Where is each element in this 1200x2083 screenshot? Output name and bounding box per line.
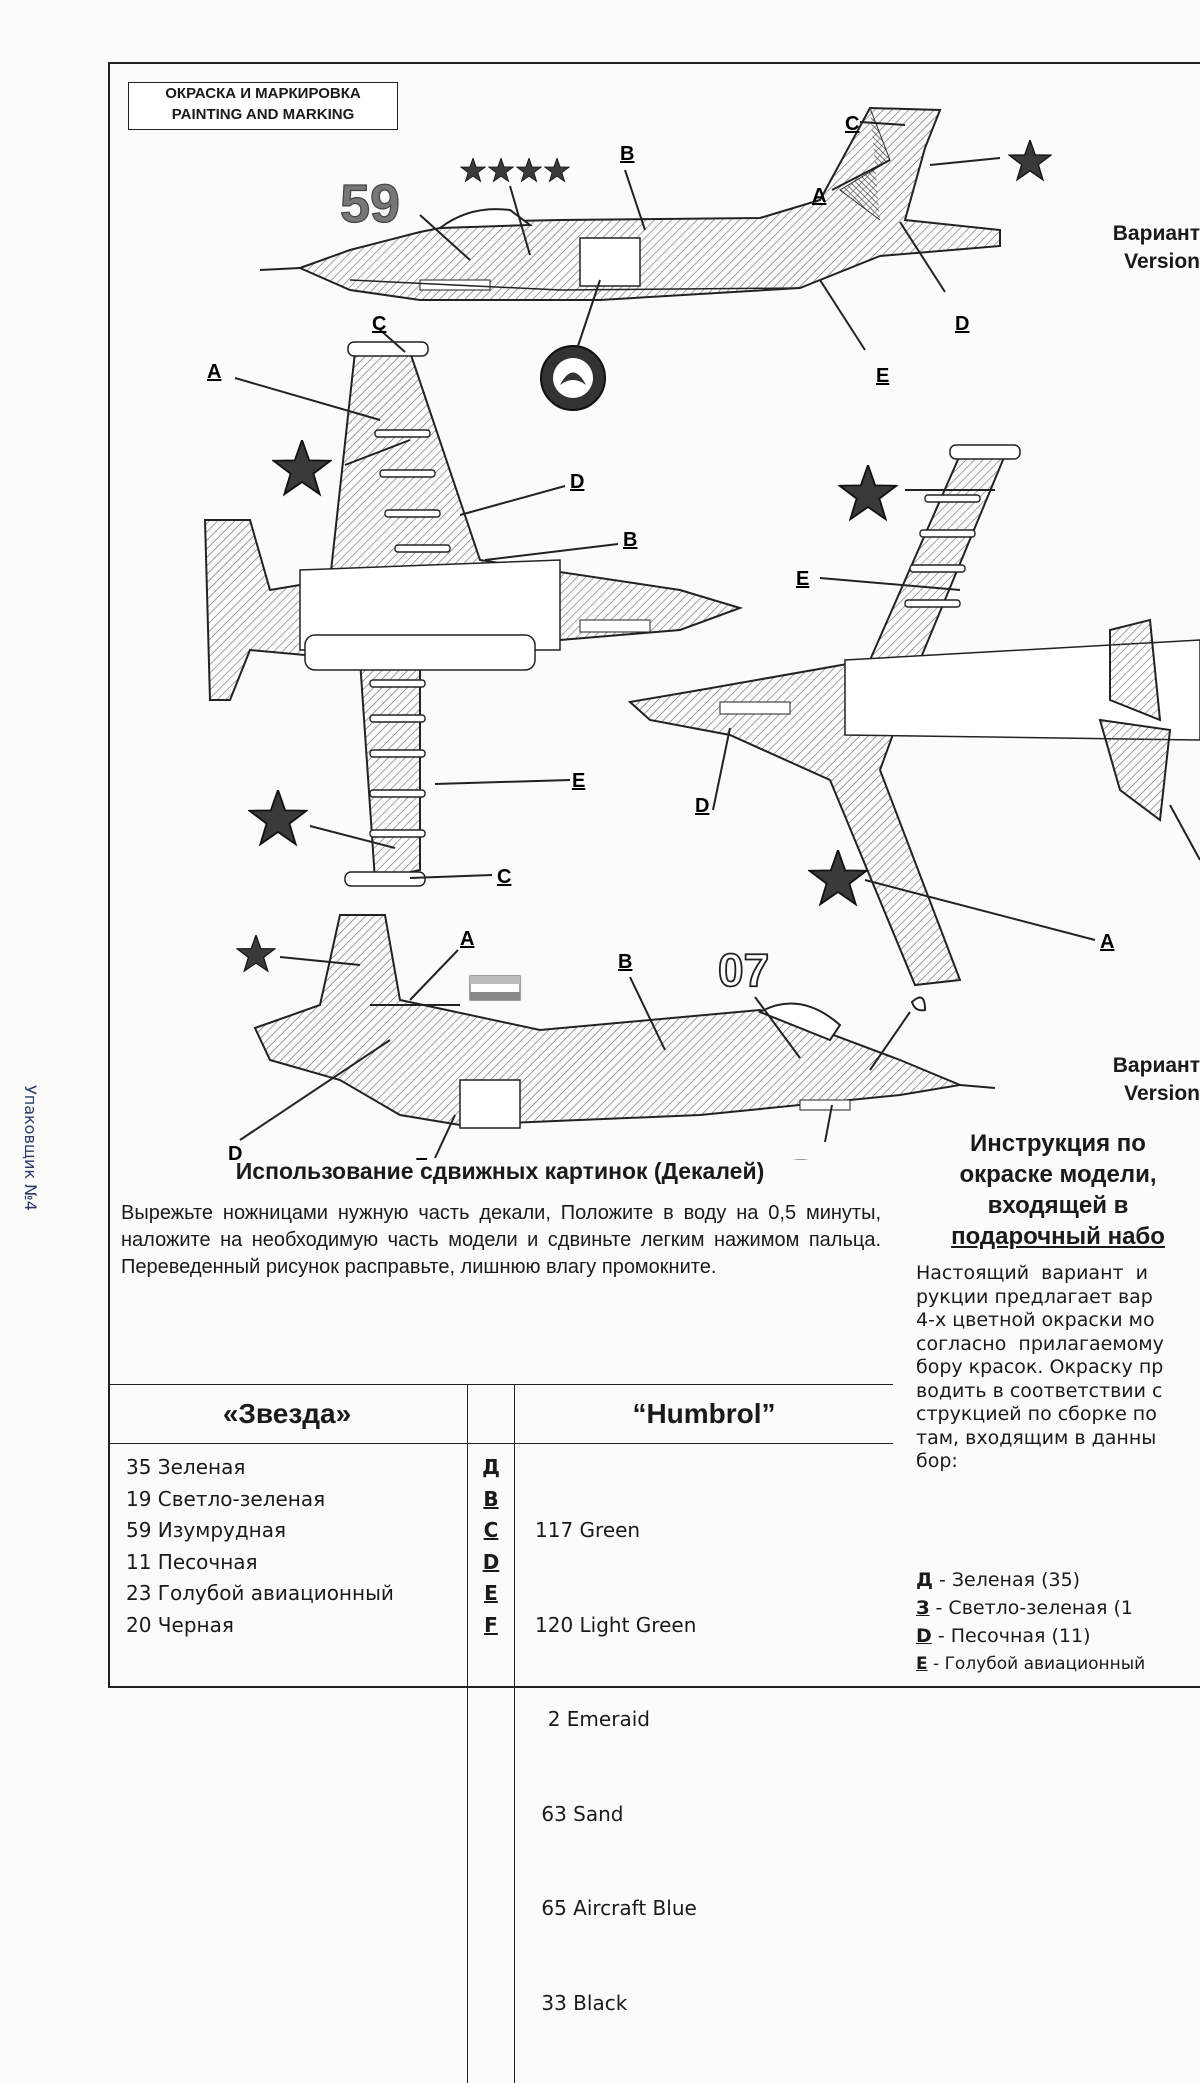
stars-row — [461, 158, 570, 182]
decal-instructions: Вырежьте ножницами нужную часть декали, … — [121, 1200, 881, 1281]
color-list: Д - Зеленая (35) З - Светло-зеленая (1 D… — [916, 1566, 1200, 1678]
table-row: 65 Aircraft Blue — [535, 1893, 892, 1925]
tail-number-bottom: 07 — [718, 944, 769, 996]
instruction-line: водить в соответствии с — [916, 1380, 1200, 1404]
table-row: 11 Песочная — [126, 1547, 466, 1579]
instruction-title-line: окраске модели, — [916, 1159, 1200, 1190]
decal-title: Использование сдвижных картинок (Декалей… — [120, 1158, 880, 1185]
color-code: Д — [469, 1452, 513, 1484]
table-row: 20 Черная — [126, 1610, 466, 1642]
instruction-line: согласно прилагаемому — [916, 1333, 1200, 1357]
instruction-line: бор: — [916, 1450, 1200, 1474]
table-row: 117 Green — [535, 1515, 892, 1547]
color-code: E — [469, 1578, 513, 1610]
table-row: 2 Emeraid — [535, 1704, 892, 1736]
table-row: 33 Black — [535, 1988, 892, 2020]
instruction-title-line: входящей в — [916, 1190, 1200, 1221]
label-c-plan: C — [372, 313, 386, 335]
version-1-en: Version — [1080, 248, 1200, 276]
instruction-text: Настоящий вариант и рукции предлагает ва… — [916, 1262, 1200, 1474]
table-row: 63 Sand — [535, 1799, 892, 1831]
table-header-code — [468, 1385, 515, 1444]
list-item: Д - Зеленая (35) — [916, 1566, 1200, 1594]
instruction-line: там, входящим в данны — [916, 1427, 1200, 1451]
color-key: З — [916, 1597, 930, 1619]
label-c-top: C — [845, 113, 859, 135]
label-b-plan: B — [623, 529, 637, 551]
table-row: 120 Light Green — [535, 1610, 892, 1642]
table-row: 23 Голубой авиационный — [126, 1578, 466, 1610]
instruction-title: Инструкция по окраске модели, входящей в… — [916, 1128, 1200, 1252]
paint-table: «Звезда» “Humbrol” 35 Зеленая 19 Светло-… — [108, 1384, 893, 2083]
label-a-bottom: A — [460, 928, 474, 950]
label-b-bottom: B — [618, 951, 632, 973]
instruction-title-line: подарочный набо — [916, 1221, 1200, 1252]
label-a-plan: A — [207, 361, 221, 383]
plan-view-right: E D A — [630, 445, 1200, 985]
instruction-line: 4-х цветной окраски мо — [916, 1309, 1200, 1333]
list-item: E - Голубой авиационный — [916, 1650, 1200, 1678]
color-code: D — [469, 1547, 513, 1579]
color-code: B — [469, 1484, 513, 1516]
plan-view-left: A C D B E C — [205, 313, 740, 888]
table-row: 19 Светло-зеленая — [126, 1484, 466, 1516]
label-e-top: E — [876, 365, 889, 387]
label-b-top: B — [620, 143, 634, 165]
label-c2-plan: C — [497, 866, 511, 888]
color-desc: - Зеленая (35) — [933, 1569, 1080, 1591]
tail-number-top: 59 — [340, 174, 400, 234]
label-e-plan-r: E — [796, 568, 809, 590]
color-code: F — [469, 1610, 513, 1642]
table-header-zvezda: «Звезда» — [108, 1385, 468, 1444]
instruction-line: Настоящий вариант и — [916, 1262, 1200, 1286]
version-block-2: Вариант Version — [1080, 1052, 1200, 1108]
list-item: З - Светло-зеленая (1 — [916, 1594, 1200, 1622]
label-a-plan-r: A — [1100, 931, 1114, 953]
color-desc: - Светло-зеленая (1 — [930, 1597, 1133, 1619]
label-d-plan: D — [570, 471, 584, 493]
instruction-line: бору красок. Окраску пр — [916, 1356, 1200, 1380]
color-code: C — [469, 1515, 513, 1547]
list-item: D - Песочная (11) — [916, 1622, 1200, 1650]
instruction-title-line: Инструкция по — [916, 1128, 1200, 1159]
label-e-plan: E — [572, 770, 585, 792]
version-1-ru: Вариант — [1080, 220, 1200, 248]
table-row: 35 Зеленая — [126, 1452, 466, 1484]
label-d-top: D — [955, 313, 969, 335]
color-key: E — [916, 1654, 928, 1674]
table-header-humbrol: “Humbrol” — [515, 1385, 894, 1444]
table-body: 35 Зеленая 19 Светло-зеленая 59 Изумрудн… — [108, 1444, 893, 2083]
side-view-bottom: 07 A B D E — [228, 915, 995, 1160]
aircraft-drawings: 59 B C A D E — [0, 0, 1200, 1160]
version-block-1: Вариант Version — [1080, 220, 1200, 276]
instruction-line: струкцией по сборке по — [916, 1403, 1200, 1427]
table-row: 59 Изумрудная — [126, 1515, 466, 1547]
color-desc: - Песочная (11) — [932, 1625, 1091, 1647]
color-key: D — [916, 1625, 932, 1647]
color-desc: - Голубой авиационный — [928, 1654, 1146, 1674]
label-d-plan-r: D — [695, 795, 709, 817]
color-key: Д — [916, 1569, 933, 1591]
version-2-ru: Вариант — [1080, 1052, 1200, 1080]
label-a-top: A — [812, 185, 826, 207]
instruction-line: рукции предлагает вар — [916, 1286, 1200, 1310]
version-2-en: Version — [1080, 1080, 1200, 1108]
